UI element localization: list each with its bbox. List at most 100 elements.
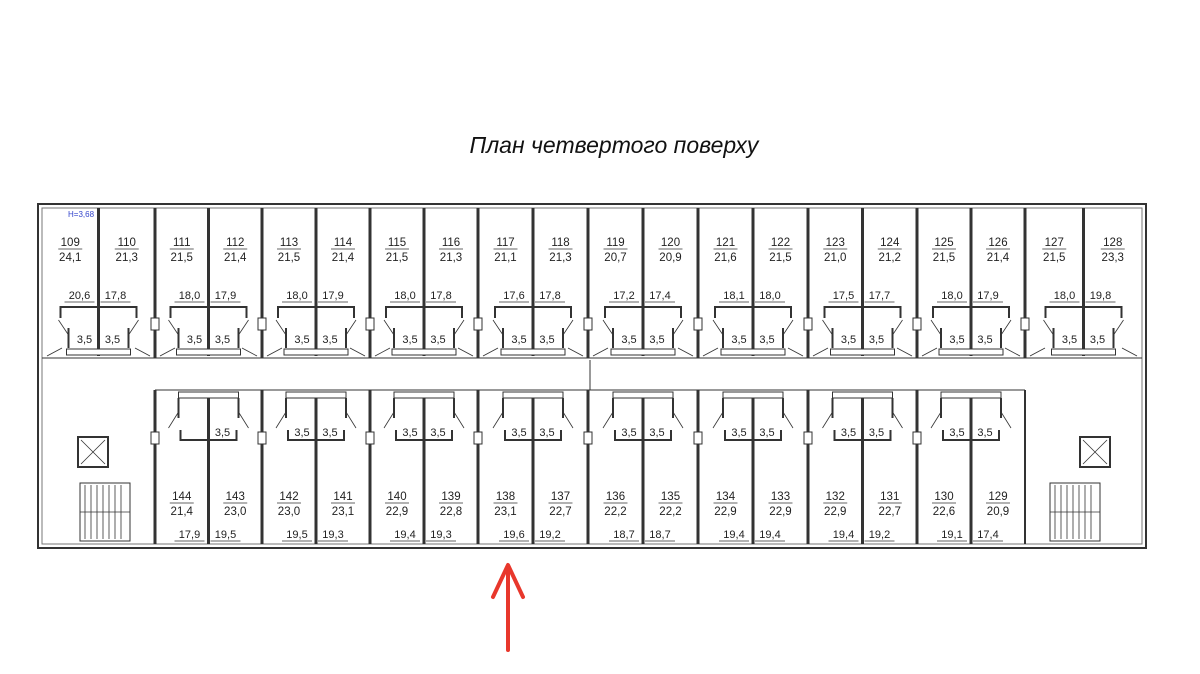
bathroom-area: 3,5: [977, 427, 992, 439]
column: [365, 431, 375, 445]
bathroom-wall: [714, 306, 792, 318]
room-area: 22,9: [769, 506, 791, 518]
room-area: 21,1: [494, 252, 516, 264]
room-number: 127: [1045, 237, 1064, 249]
room-number: 140: [387, 491, 406, 503]
bathroom-area: 3,5: [430, 334, 445, 346]
door-swing: [892, 411, 903, 429]
bathroom-wall: [833, 430, 892, 441]
column: [150, 431, 160, 445]
living-area: 17,9: [215, 290, 236, 302]
living-area: 18,1: [723, 290, 744, 302]
room-number: 126: [988, 237, 1007, 249]
bathroom-wall: [1044, 306, 1123, 318]
living-area: 18,7: [613, 529, 634, 541]
living-area: 17,5: [833, 290, 854, 302]
room-number: 119: [606, 237, 624, 249]
ventilation-shaft: [391, 348, 457, 356]
room-area: 22,6: [933, 506, 955, 518]
door-swing: [896, 347, 913, 357]
bathroom-area: 3,5: [649, 334, 664, 346]
ventilation-shaft: [938, 348, 1004, 356]
door-swing: [492, 319, 504, 336]
door-swing: [58, 319, 69, 336]
column: [803, 431, 813, 445]
living-area: 17,8: [539, 290, 560, 302]
bathroom-area: 3,5: [649, 427, 664, 439]
bathroom-area: 3,5: [621, 334, 636, 346]
living-area: 17,8: [430, 290, 451, 302]
door-swing: [238, 411, 249, 429]
bathroom-area: 3,5: [841, 427, 856, 439]
door-swing: [159, 347, 176, 357]
bathroom-area: 3,5: [869, 334, 884, 346]
bathroom-area: 3,5: [759, 334, 774, 346]
column: [693, 431, 703, 445]
door-swing: [782, 411, 794, 429]
door-swing: [134, 347, 151, 357]
door-swing: [592, 347, 609, 357]
living-area: 18,0: [1054, 290, 1075, 302]
room-number: 112: [226, 237, 244, 249]
room-area: 23,0: [224, 506, 246, 518]
room-number: 138: [496, 491, 515, 503]
living-area: 18,0: [941, 290, 962, 302]
living-area: 18,0: [179, 290, 200, 302]
bathroom-area: 3,5: [841, 334, 856, 346]
door-swing: [672, 319, 684, 336]
bathroom-area: 3,5: [539, 334, 554, 346]
living-area: 18,0: [286, 290, 307, 302]
room-area: 21,5: [769, 252, 791, 264]
door-swing: [672, 411, 684, 429]
door-swing: [930, 411, 942, 429]
elevator-shaft: [77, 436, 109, 468]
door-swing: [602, 319, 614, 336]
bathroom-wall: [179, 430, 238, 441]
door-swing: [383, 319, 395, 336]
ventilation-shaft: [283, 348, 349, 356]
door-swing: [457, 347, 474, 357]
column: [150, 317, 160, 331]
door-swing: [787, 347, 804, 357]
living-area: 17,9: [322, 290, 343, 302]
bathroom-area: 3,5: [77, 334, 92, 346]
bathroom-area: 3,5: [1062, 334, 1077, 346]
room-number: 130: [934, 491, 953, 503]
bathroom-wall: [287, 430, 345, 441]
ventilation-shaft: [722, 391, 784, 399]
door-swing: [492, 411, 504, 429]
living-area: 19,6: [503, 529, 524, 541]
living-area: 19,3: [430, 529, 451, 541]
bathroom-area: 3,5: [977, 334, 992, 346]
door-swing: [374, 347, 391, 357]
room-area: 21,5: [1043, 252, 1065, 264]
living-area: 18,0: [759, 290, 780, 302]
inner-wall-line: [41, 207, 1143, 545]
door-swing: [712, 411, 724, 429]
ventilation-shaft: [832, 391, 893, 399]
door-swing: [562, 411, 574, 429]
door-swing: [128, 319, 139, 336]
door-swing: [782, 319, 794, 336]
bathroom-wall: [59, 306, 138, 318]
door-swing: [349, 347, 366, 357]
door-swing: [1043, 319, 1054, 336]
living-area: 19,3: [322, 529, 343, 541]
bathroom-wall: [385, 306, 463, 318]
ventilation-shaft: [1051, 348, 1116, 356]
room-number: 109: [61, 237, 80, 249]
room-area: 22,7: [549, 506, 571, 518]
room-area: 24,1: [59, 252, 81, 264]
bathroom-wall: [504, 430, 562, 441]
ventilation-shaft: [500, 348, 566, 356]
room-number: 118: [551, 237, 569, 249]
bathroom-area: 3,5: [511, 334, 526, 346]
bathroom-wall: [942, 430, 1000, 441]
bathroom-area: 3,5: [539, 427, 554, 439]
bathroom-area: 3,5: [1090, 334, 1105, 346]
bathroom-area: 3,5: [105, 334, 120, 346]
room-number: 128: [1103, 237, 1122, 249]
room-area: 21,3: [116, 252, 138, 264]
room-number: 143: [226, 491, 245, 503]
elevator-cross: [1082, 439, 1108, 465]
